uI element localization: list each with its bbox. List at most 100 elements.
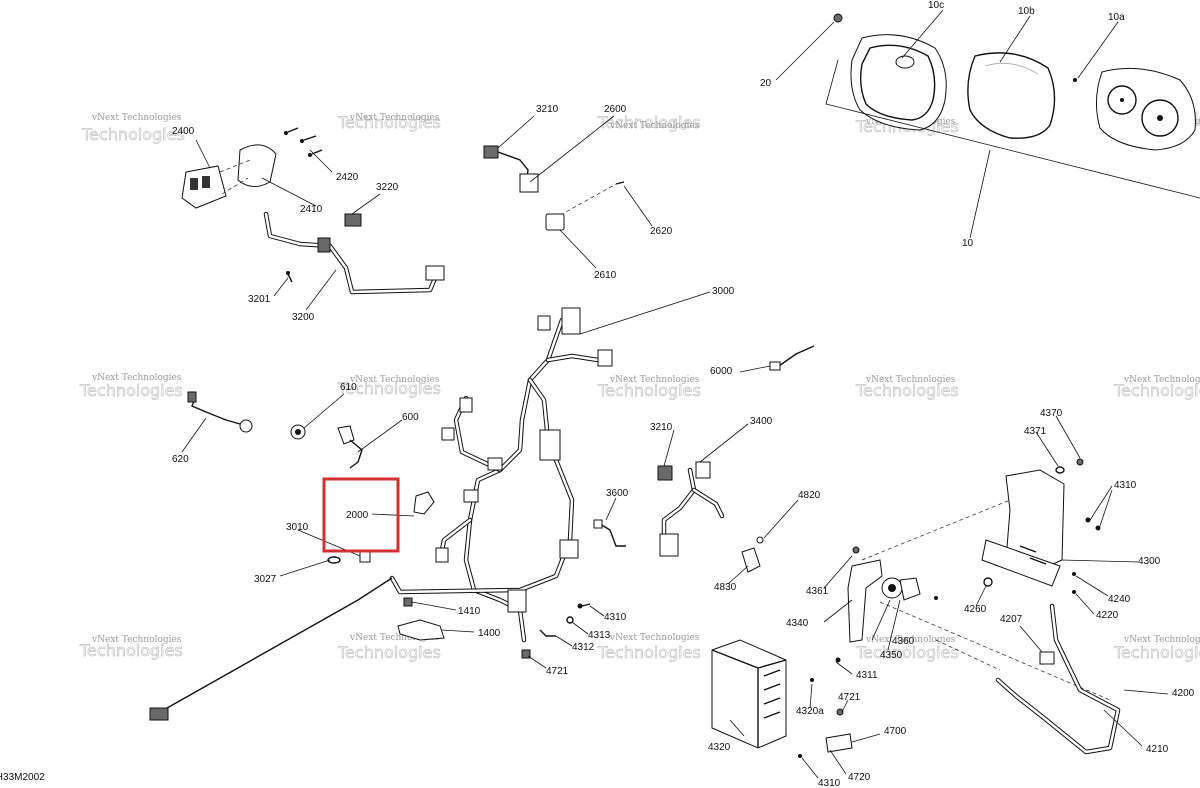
connector-3210-top: [483, 145, 499, 159]
watermark-large: Technologies: [81, 125, 185, 144]
main-harness-3000: [149, 291, 711, 721]
part-3600: [593, 519, 603, 529]
watermark-large: Technologies: [337, 113, 441, 132]
callout-3220: 3220: [376, 182, 399, 193]
callout-4371: 4371: [1024, 426, 1047, 437]
callout-3201: 3201: [248, 294, 271, 305]
watermark-large: Technologies: [597, 113, 701, 132]
connector-3220: [344, 213, 362, 227]
connector-3210: [657, 465, 673, 481]
callout-4310-bottom: 4310: [818, 778, 841, 788]
callout-4360: 4360: [892, 636, 915, 647]
callout-600: 600: [402, 412, 419, 423]
switch-cover: [237, 144, 277, 187]
harness-connector: [561, 307, 581, 335]
callout-20: 20: [760, 78, 772, 89]
callout-4310-center: 4310: [604, 612, 627, 623]
part-2000: [413, 491, 435, 515]
watermark-small: vNext Technologies: [1123, 635, 1200, 645]
cluster-lens: [967, 52, 1056, 139]
callout-3600: 3600: [606, 488, 629, 499]
sensor-2610: [545, 213, 565, 231]
watermark-large: Technologies: [1113, 643, 1200, 662]
callout-3210: 3210: [650, 422, 673, 433]
callout-4210: 4210: [1146, 744, 1169, 755]
callout-6000: 6000: [710, 366, 733, 377]
watermark-small: vNext Technologies: [865, 635, 956, 645]
terminal-4207: [1039, 651, 1055, 665]
callout-3027: 3027: [254, 574, 277, 585]
callout-3400: 3400: [750, 416, 773, 427]
callout-4207: 4207: [1000, 614, 1023, 625]
watermark-large: Technologies: [79, 641, 183, 660]
watermark-small: vNext Technologies: [609, 633, 700, 643]
callout-4720: 4720: [848, 772, 871, 783]
watermark-large: Technologies: [337, 379, 441, 398]
part-4820: [756, 536, 764, 544]
watermark-layer: Technologies vNext Technologies Technolo…: [79, 109, 1200, 663]
callout-4200: 4200: [1172, 688, 1195, 699]
watermark-small: vNext Technologies: [349, 633, 440, 643]
callout-10: 10: [962, 238, 974, 249]
cluster-nut: [833, 13, 843, 23]
callout-1410: 1410: [458, 606, 481, 617]
callout-1400: 1400: [478, 628, 501, 639]
watermark-small: vNext Technologies: [91, 635, 182, 645]
watermark-large: Technologies: [597, 381, 701, 400]
connector-3010: [359, 551, 371, 563]
callout-620: 620: [172, 454, 189, 465]
watermark-large: Technologies: [597, 643, 701, 662]
instrument-cluster-group: [775, 9, 1200, 239]
sensor-harness-group: [483, 115, 653, 269]
callout-3210-top: 3210: [536, 104, 559, 115]
callout-10a: 10a: [1108, 12, 1125, 23]
watermark-large: Technologies: [1113, 381, 1200, 400]
cluster-gauge: [1096, 67, 1196, 151]
callout-2400: 2400: [172, 126, 195, 137]
callout-4820: 4820: [798, 490, 821, 501]
watermark-small: vNext Technologies: [865, 375, 956, 385]
callout-4313: 4313: [588, 630, 611, 641]
watermark-large: Technologies: [855, 643, 959, 662]
connector-620: [239, 419, 253, 433]
callout-10c: 10c: [928, 0, 944, 11]
bracket-1400: [397, 619, 445, 641]
callout-4320: 4320: [708, 742, 731, 753]
callout-2420: 2420: [336, 172, 359, 183]
callout-4312: 4312: [572, 642, 595, 653]
clamp-4720: [825, 733, 853, 753]
watermark-small: vNext Technologies: [91, 113, 182, 123]
callout-4340: 4340: [786, 618, 809, 629]
bolt-group-center: [521, 603, 605, 669]
callout-4310-right: 4310: [1114, 480, 1137, 491]
cluster-bezel-opening: [895, 55, 915, 69]
watermark-small: vNext Technologies: [609, 121, 700, 131]
callout-4830: 4830: [714, 582, 737, 593]
callout-4700: 4700: [884, 726, 907, 737]
callout-2410: 2410: [300, 204, 323, 215]
watermark-small: vNext Technologies: [1123, 375, 1200, 385]
callout-3000: 3000: [712, 286, 735, 297]
callout-2000: 2000: [346, 510, 369, 521]
callout-4361: 4361: [806, 586, 829, 597]
switch-housing-group: [181, 127, 445, 311]
callout-2620: 2620: [650, 226, 673, 237]
watermark-small: vNext Technologies: [91, 373, 182, 383]
watermark-small: vNext Technologies: [349, 375, 440, 385]
callout-4350: 4350: [880, 650, 903, 661]
callout-10b: 10b: [1018, 6, 1035, 17]
sensor-600: [337, 425, 355, 445]
watermark-small: vNext Technologies: [609, 375, 700, 385]
center-right-parts: [593, 345, 815, 585]
relay-bracket-4340: [847, 559, 883, 643]
callout-4260: 4260: [964, 604, 987, 615]
connector-3400: [659, 533, 679, 557]
callout-4370: 4370: [1040, 408, 1063, 419]
left-small-parts: [181, 391, 403, 469]
battery-area: [711, 415, 1169, 779]
callout-4721-center: 4721: [546, 666, 569, 677]
callout-3010: 3010: [286, 522, 309, 533]
callout-4320a: 4320a: [796, 706, 824, 717]
